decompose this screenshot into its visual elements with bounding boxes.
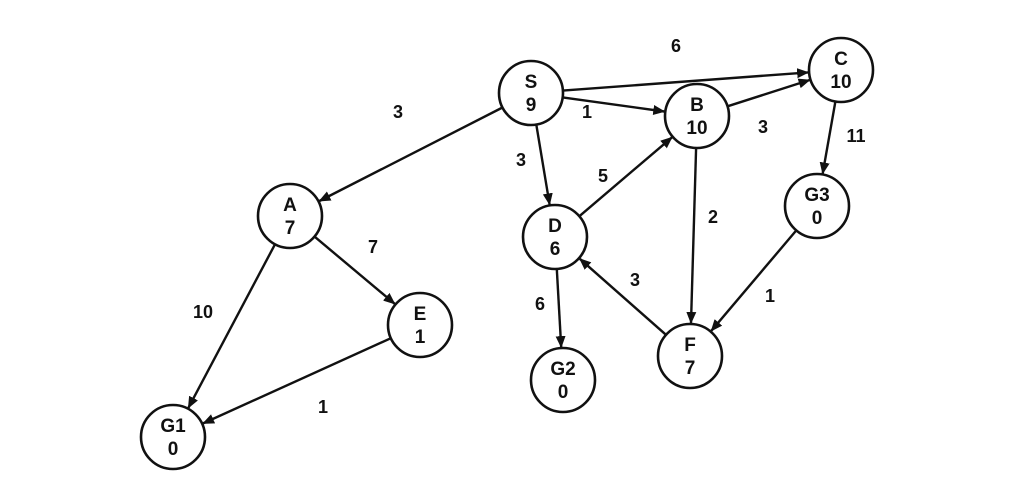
node-label: G2 — [550, 359, 575, 380]
node-a: A7 — [256, 182, 324, 250]
node-heuristic-value: 9 — [526, 95, 537, 116]
edge-e-to-g1 — [202, 337, 392, 425]
edge-weight-e-g1: 1 — [318, 397, 328, 417]
edge-weight-s-c: 6 — [671, 36, 681, 56]
edge-weight-s-b: 1 — [582, 102, 592, 122]
edge-weight-a-e: 7 — [368, 237, 378, 257]
edge-weight-c-g3: 11 — [846, 126, 865, 146]
node-circle — [497, 59, 565, 127]
node-f: F7 — [656, 322, 724, 390]
node-heuristic-value: 7 — [685, 358, 696, 379]
node-label: S — [525, 72, 538, 93]
edge-b-to-c — [727, 78, 811, 108]
node-circle — [256, 182, 324, 250]
node-label: D — [548, 216, 562, 237]
node-circle — [807, 36, 875, 104]
node-circle — [139, 403, 207, 471]
node-circle — [521, 203, 589, 271]
node-g2: G20 — [529, 346, 597, 414]
edge-weight-b-c: 3 — [758, 117, 768, 137]
edge-weight-d-g2: 6 — [535, 294, 545, 314]
node-heuristic-value: 7 — [285, 218, 296, 239]
node-circle — [656, 322, 724, 390]
node-heuristic-value: 0 — [558, 382, 569, 403]
edge-weight-g3-f: 1 — [765, 286, 775, 306]
edge-b-to-f — [686, 147, 698, 324]
node-label: B — [690, 95, 704, 116]
node-heuristic-value: 1 — [415, 327, 426, 348]
node-label: E — [414, 304, 427, 325]
node-g1: G10 — [139, 403, 207, 471]
node-circle — [783, 172, 851, 240]
edge-f-to-d — [579, 257, 667, 336]
edge-weight-s-a: 3 — [393, 102, 403, 122]
node-heuristic-value: 0 — [812, 208, 823, 229]
node-label: F — [684, 335, 696, 356]
edge-weight-b-f: 2 — [708, 207, 718, 227]
edge-s-to-d — [535, 124, 553, 206]
node-b: B10 — [663, 82, 731, 150]
edge-weight-s-d: 3 — [516, 150, 526, 170]
node-label: C — [834, 49, 848, 70]
edge-weight-a-g1: 10 — [193, 302, 213, 322]
edge-g3-to-f — [710, 229, 798, 332]
edges-layer — [187, 68, 837, 425]
node-e: E1 — [386, 291, 454, 359]
node-circle — [663, 82, 731, 150]
edge-a-to-e — [313, 235, 396, 305]
edge-a-to-g1 — [187, 243, 277, 409]
node-label: A — [283, 195, 297, 216]
node-label: G1 — [160, 416, 186, 437]
edge-s-to-b — [562, 96, 666, 115]
node-d: D6 — [521, 203, 589, 271]
edge-d-to-b — [578, 136, 673, 218]
edge-weight-f-d: 3 — [630, 270, 640, 290]
node-g3: G30 — [783, 172, 851, 240]
node-heuristic-value: 0 — [168, 439, 179, 460]
edge-s-to-c — [562, 68, 810, 92]
edge-c-to-g3 — [819, 101, 837, 175]
edge-weight-d-b: 5 — [598, 166, 608, 186]
edge-d-to-g2 — [555, 268, 566, 349]
node-circle — [386, 291, 454, 359]
node-c: C10 — [807, 36, 875, 104]
node-circle — [529, 346, 597, 414]
node-heuristic-value: 10 — [830, 72, 851, 93]
node-label: G3 — [804, 185, 829, 206]
node-s: S9 — [497, 59, 565, 127]
node-heuristic-value: 10 — [686, 118, 707, 139]
node-heuristic-value: 6 — [550, 239, 561, 260]
edge-s-to-a — [318, 106, 504, 203]
